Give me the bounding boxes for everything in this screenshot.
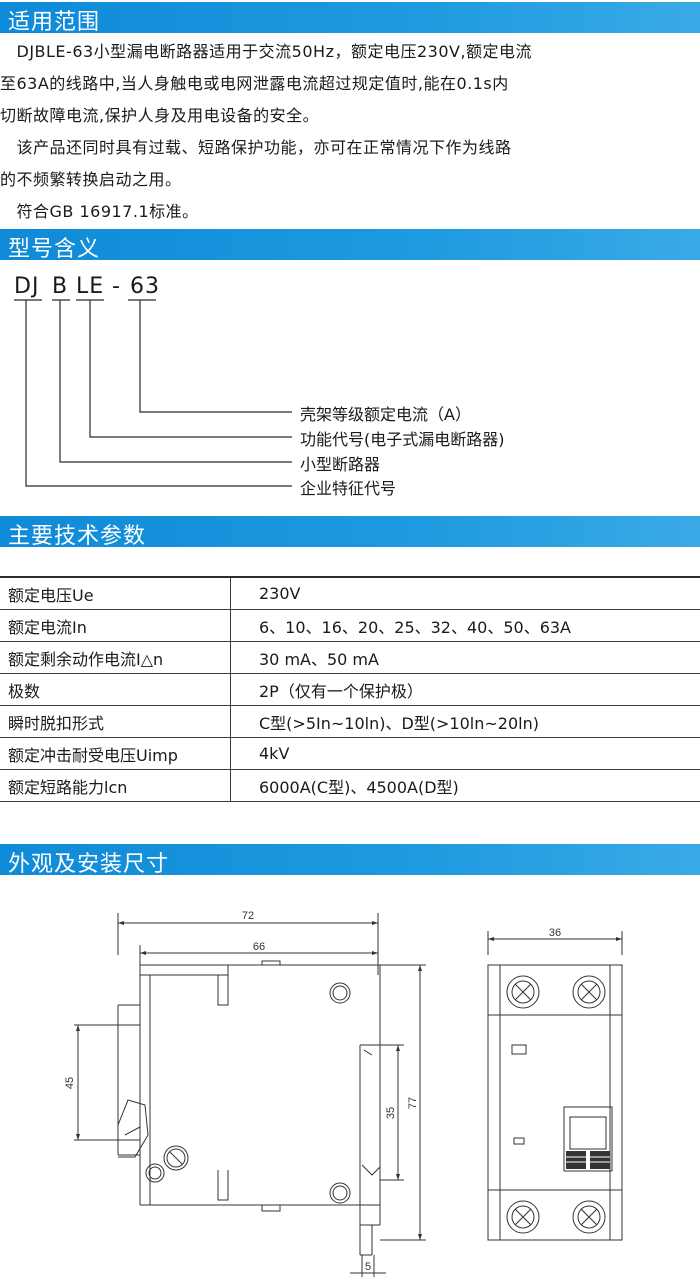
spec-key: 额定剩余动作电流I△n: [0, 641, 231, 674]
spec-key: 极数: [0, 673, 231, 706]
model-leader-lines: [14, 299, 292, 487]
scope-line-2: 至63A的线路中,当人身触电或电网泄露电流超过规定值时,能在0.1s内: [0, 74, 509, 93]
spec-key: 额定电压Ue: [0, 576, 231, 610]
spec-value: C型(>5In~10ln)、D型(>10ln~20ln): [230, 705, 700, 738]
spec-value: 6、10、16、20、25、32、40、50、63A: [230, 609, 700, 642]
model-code-part-63: 63: [130, 274, 160, 299]
front-view-drawing: 36: [487, 927, 623, 1241]
model-code-part-dj: DJ: [14, 274, 40, 299]
dim-5: 5: [365, 1261, 371, 1273]
model-code-dash: -: [112, 274, 121, 299]
model-label-function-code: 功能代号(电子式漏电断路器): [300, 430, 505, 449]
section-header-model: 型号含义: [0, 229, 700, 262]
section-header-dims: 外观及安装尺寸: [0, 844, 700, 877]
dim-45: 45: [64, 1077, 76, 1089]
dim-77: 77: [407, 1097, 419, 1109]
dim-72: 72: [242, 910, 254, 922]
spec-key: 额定短路能力lcn: [0, 769, 231, 802]
model-code-part-b: B: [52, 274, 69, 299]
side-view-drawing: 72 66 45 35 77 5: [64, 910, 426, 1277]
scope-line-3: 切断故障电流,保护人身及用电设备的安全。: [0, 106, 320, 125]
spec-key: 额定冲击耐受电压Uimp: [0, 737, 231, 770]
section-title: 外观及安装尺寸: [8, 852, 170, 877]
scope-line-6: 符合GB 16917.1标准。: [0, 202, 199, 221]
scope-text: DJBLE-63小型漏电断路器适用于交流50Hz，额定电压230V,额定电流 至…: [0, 36, 700, 228]
spec-value: 6000A(C型)、4500A(D型): [230, 769, 700, 802]
dim-66: 66: [253, 941, 265, 953]
spec-value: 230V: [230, 576, 700, 610]
scope-line-4: 该产品还同时具有过载、短路保护功能，亦可在正常情况下作为线路: [0, 138, 512, 157]
model-code-part-le: LE: [76, 274, 105, 299]
section-header-tech: 主要技术参数: [0, 516, 700, 549]
spec-value: 4kV: [230, 737, 700, 770]
dim-36: 36: [549, 927, 561, 939]
model-label-rated-current: 壳架等级额定电流（A）: [300, 405, 471, 424]
scope-line-5: 的不频繁转换启动之用。: [0, 170, 182, 189]
spec-value: 30 mA、50 mA: [230, 641, 700, 674]
spec-value: 2P（仅有一个保护极）: [230, 673, 700, 706]
section-title: 主要技术参数: [8, 524, 147, 549]
scope-line-1: DJBLE-63小型漏电断路器适用于交流50Hz，额定电压230V,额定电流: [0, 42, 533, 61]
dim-35: 35: [385, 1107, 397, 1119]
spec-key: 额定电流In: [0, 609, 231, 642]
model-label-mcb: 小型断路器: [300, 455, 381, 474]
spec-key: 瞬时脱扣形式: [0, 705, 231, 738]
section-header-scope: 适用范围: [0, 2, 700, 35]
section-title: 型号含义: [8, 237, 101, 262]
section-title: 适用范围: [8, 10, 101, 35]
model-label-enterprise-code: 企业特征代号: [300, 479, 397, 498]
